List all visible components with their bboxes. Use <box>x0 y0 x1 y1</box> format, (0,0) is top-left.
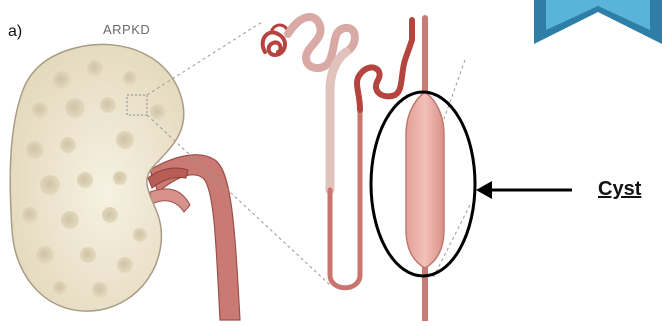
panel-label: a) <box>8 23 22 41</box>
cyst <box>406 92 444 268</box>
cyst-arrow <box>476 181 572 199</box>
glomerulus <box>263 25 288 55</box>
cyst-label: Cyst <box>598 178 641 201</box>
nephron <box>263 17 425 321</box>
disease-label: ARPKD <box>103 22 150 37</box>
corner-logo <box>534 0 662 44</box>
